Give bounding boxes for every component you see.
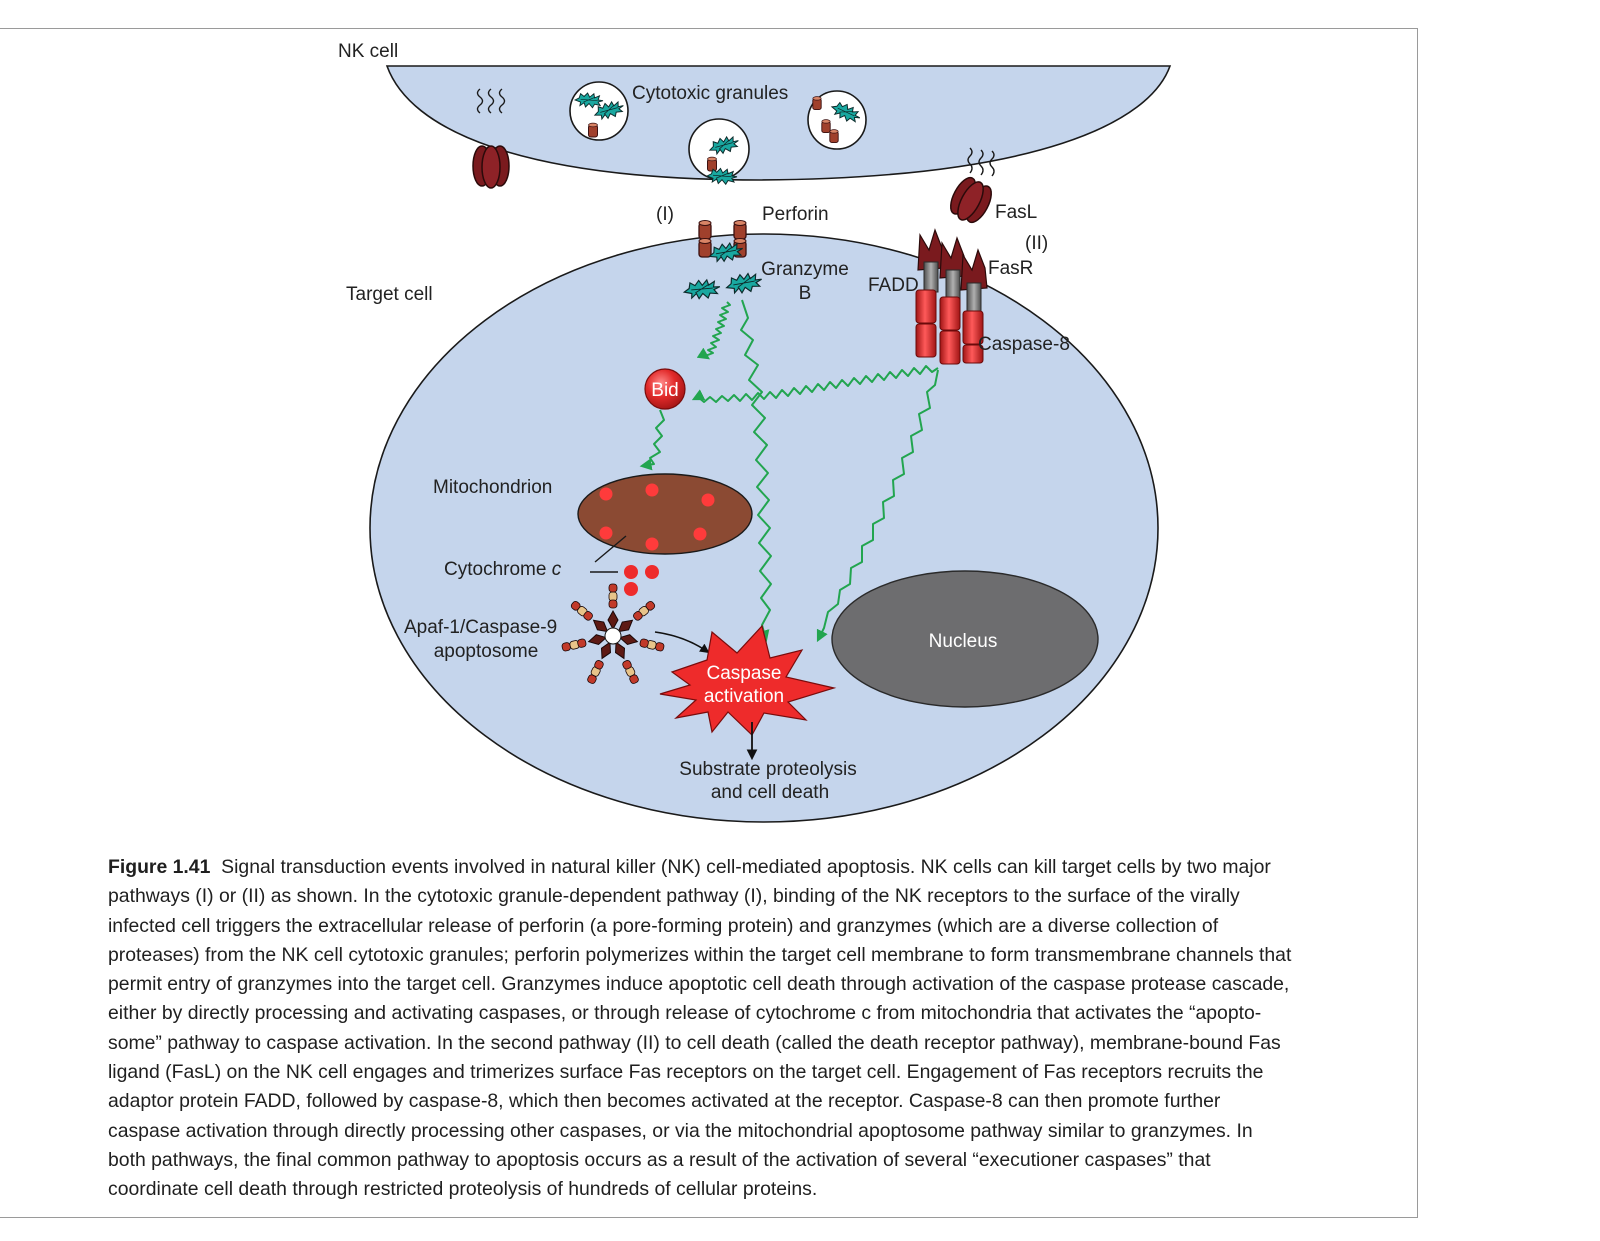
perforin-label: Perforin xyxy=(762,204,829,225)
apoptosis-diagram: Bid NK cell Cytotoxic granules (I xyxy=(338,41,1172,823)
arrow-caspase8-to-bid xyxy=(691,365,939,403)
granule-left xyxy=(569,81,629,141)
arrow-granzyme-to-bid xyxy=(696,301,731,360)
caspase-activation-star xyxy=(659,624,837,736)
pathway-two-label: (II) xyxy=(1025,233,1048,254)
arrow-caspase8-to-caspase xyxy=(816,369,939,643)
target-cell-label: Target cell xyxy=(346,284,433,305)
caspase-label-line1: Caspase xyxy=(707,663,782,684)
fadd-label: FADD xyxy=(868,275,919,296)
caption-line: adaptor protein FADD, followed by caspas… xyxy=(108,1090,1221,1113)
apoptosome xyxy=(560,583,666,686)
caspase8-label: Caspase-8 xyxy=(978,334,1070,355)
caption-line: caspase activation through directly proc… xyxy=(108,1119,1253,1142)
mitochondrion-label: Mitochondrion xyxy=(433,477,552,498)
caption-line: infected cell triggers the extracellular… xyxy=(108,914,1219,937)
figure-number: Figure 1.41 xyxy=(108,856,211,878)
granule-middle xyxy=(688,118,750,185)
caption-line: both pathways, the final common pathway … xyxy=(108,1148,1211,1171)
granzyme-label-line2: B xyxy=(799,283,812,304)
arrow-granzyme-to-caspase xyxy=(740,299,772,643)
target-cell xyxy=(369,233,1159,823)
nucleus xyxy=(831,570,1099,708)
fasl-trimer xyxy=(944,147,998,229)
caption-line: either by directly processing and activa… xyxy=(108,1002,1262,1025)
caption-line: permit entry of granzymes into the targe… xyxy=(108,973,1290,996)
arrow-bid-to-mitochondrion xyxy=(639,409,665,471)
caption-line: proteases) from the NK cell cytotoxic gr… xyxy=(108,943,1292,966)
fas-receptor-complex xyxy=(915,228,988,365)
apoptosome-label-line1: Apaf-1/Caspase-9 xyxy=(404,617,557,638)
cytochrome-c-dots xyxy=(624,565,659,596)
signal-arrows xyxy=(639,299,939,643)
nk-cell-label: NK cell xyxy=(338,41,398,62)
mitochondrion xyxy=(577,473,753,555)
bid-label: Bid xyxy=(651,380,678,401)
figure-frame xyxy=(0,28,1418,1218)
caption-line: Figure 1.41 Signal transduction events i… xyxy=(108,856,1271,878)
substrate-label-line2: and cell death xyxy=(711,782,829,803)
arrow-apoptosome-to-caspase xyxy=(654,631,710,654)
substrate-label-line1: Substrate proteolysis xyxy=(679,759,856,780)
bid-protein: Bid xyxy=(644,368,686,410)
fasl-label: FasL xyxy=(995,202,1037,223)
figure-caption: Figure 1.41 Signal transduction events i… xyxy=(108,853,1408,1205)
nucleus-label: Nucleus xyxy=(929,631,998,652)
mito-pointer xyxy=(594,535,627,563)
caspase-label-line2: activation xyxy=(704,686,784,707)
caption-line: pathways (I) or (II) as shown. In the cy… xyxy=(108,885,1240,908)
cytotoxic-granules-label: Cytotoxic granules xyxy=(632,83,788,104)
apoptosome-label-line2: apoptosome xyxy=(434,641,539,662)
granzyme-label-line1: Granzyme xyxy=(761,259,849,280)
caption-line: ligand (FasL) on the NK cell engages and… xyxy=(108,1061,1264,1084)
granule-right xyxy=(807,90,867,150)
pathway-one-label: (I) xyxy=(656,204,674,225)
caption-line: coordinate cell death through restricted… xyxy=(108,1178,818,1201)
cytochrome-c-label: Cytochrome c xyxy=(444,559,562,580)
fasr-label: FasR xyxy=(988,258,1033,279)
nk-receptor xyxy=(472,88,510,189)
caption-line: some” pathway to caspase activation. In … xyxy=(108,1031,1281,1054)
